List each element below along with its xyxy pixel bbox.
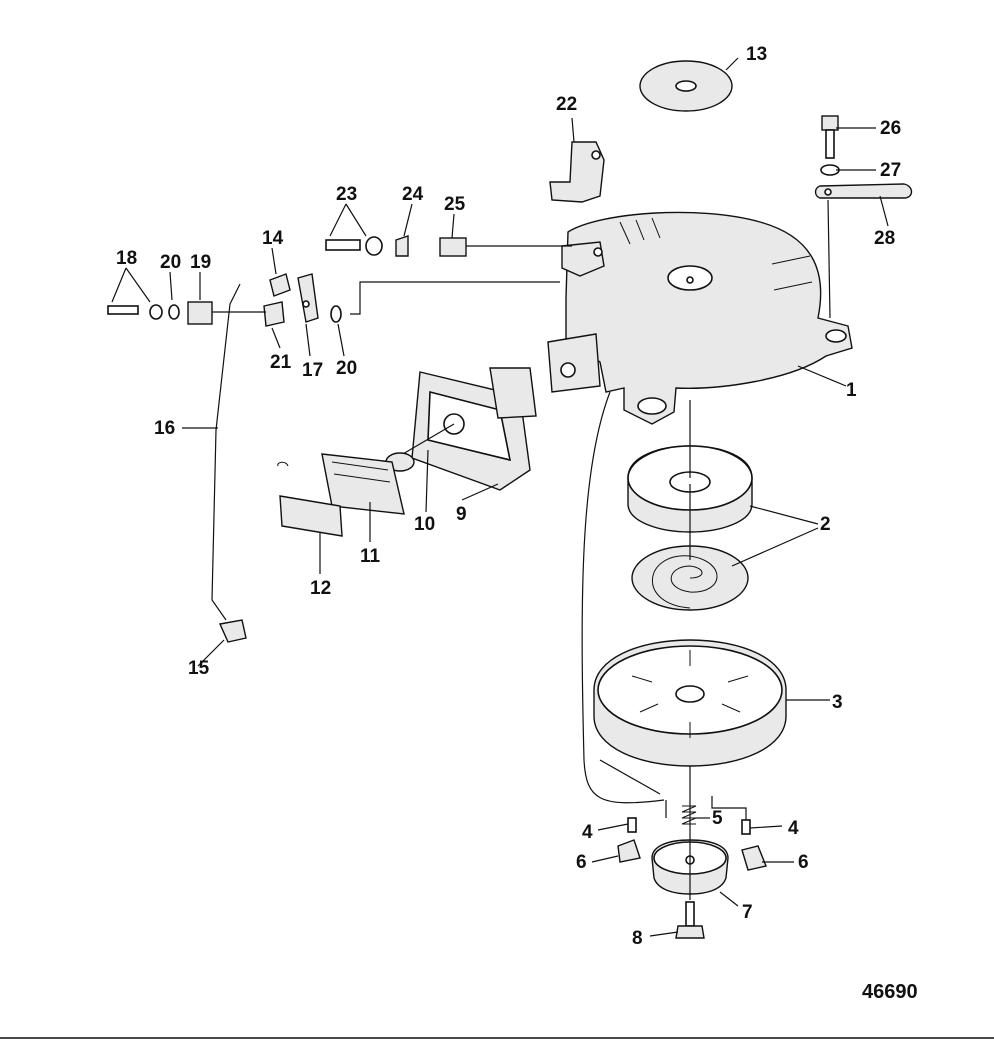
callout-22: 22 (556, 94, 577, 115)
callout-17: 17 (302, 360, 323, 381)
part-21-retainer (263, 301, 285, 327)
part-3-pulley (593, 639, 787, 767)
part-9-handle (411, 367, 537, 491)
part-12-clip (277, 461, 343, 537)
part-15-clip (218, 619, 247, 643)
callout-4-right: 4 (788, 818, 799, 839)
callout-27: 27 (880, 160, 901, 181)
part-17-link (297, 273, 319, 323)
part-20-washer-right (330, 305, 342, 323)
part-16-rod (211, 283, 241, 621)
figure-number: 46690 (862, 981, 918, 1003)
part-18-screw (107, 304, 163, 320)
part-23-screw-washer (325, 236, 383, 256)
callout-25: 25 (444, 194, 466, 215)
part-25-bushing (439, 237, 467, 257)
part-22-bracket (549, 141, 605, 203)
callout-19: 19 (190, 252, 211, 273)
callout-5: 5 (712, 808, 723, 829)
part-5-spring (681, 805, 697, 825)
callout-9: 9 (456, 504, 467, 525)
callout-15: 15 (188, 658, 210, 679)
part-6-pawl-right (741, 845, 767, 871)
callout-23: 23 (336, 184, 357, 205)
callout-26: 26 (880, 118, 901, 139)
part-4-spring-right (741, 819, 751, 835)
part-20-washer-left (168, 304, 180, 320)
part-1-housing (547, 211, 853, 425)
callout-6-left: 6 (576, 852, 587, 873)
callout-11: 11 (360, 546, 381, 567)
callout-6-right: 6 (798, 852, 809, 873)
callout-14: 14 (262, 228, 284, 249)
part-13-disc (639, 60, 733, 112)
part-6-pawl-left (617, 839, 641, 863)
part-26-bolt (821, 115, 839, 159)
callout-21: 21 (270, 352, 292, 373)
assembly-lines (212, 199, 831, 900)
callout-18: 18 (116, 248, 137, 269)
callout-1: 1 (846, 380, 857, 401)
callout-3: 3 (832, 692, 843, 713)
leader-lines (111, 57, 889, 937)
part-24-spring (395, 235, 409, 257)
callout-24: 24 (402, 184, 424, 205)
part-4-spring-left (627, 817, 637, 833)
callout-20-right: 20 (336, 358, 357, 379)
callout-7: 7 (742, 902, 753, 923)
part-2-spring (631, 545, 749, 611)
callout-12: 12 (310, 578, 331, 599)
part-8-bolt (675, 901, 705, 939)
callout-13: 13 (746, 44, 767, 65)
callout-labels: 1 2 3 4 4 5 6 6 7 8 9 10 11 12 13 14 15 … (116, 44, 901, 949)
callout-20-left: 20 (160, 252, 181, 273)
callout-16: 16 (154, 418, 175, 439)
callout-2: 2 (820, 514, 831, 535)
part-19-bushing (187, 301, 213, 325)
callout-4-left: 4 (582, 822, 593, 843)
callout-10: 10 (414, 514, 435, 535)
part-11-insert (321, 453, 405, 515)
part-28-lever (814, 183, 913, 199)
part-14-bracket (269, 273, 291, 297)
callout-28: 28 (874, 228, 895, 249)
callout-8: 8 (632, 928, 643, 949)
